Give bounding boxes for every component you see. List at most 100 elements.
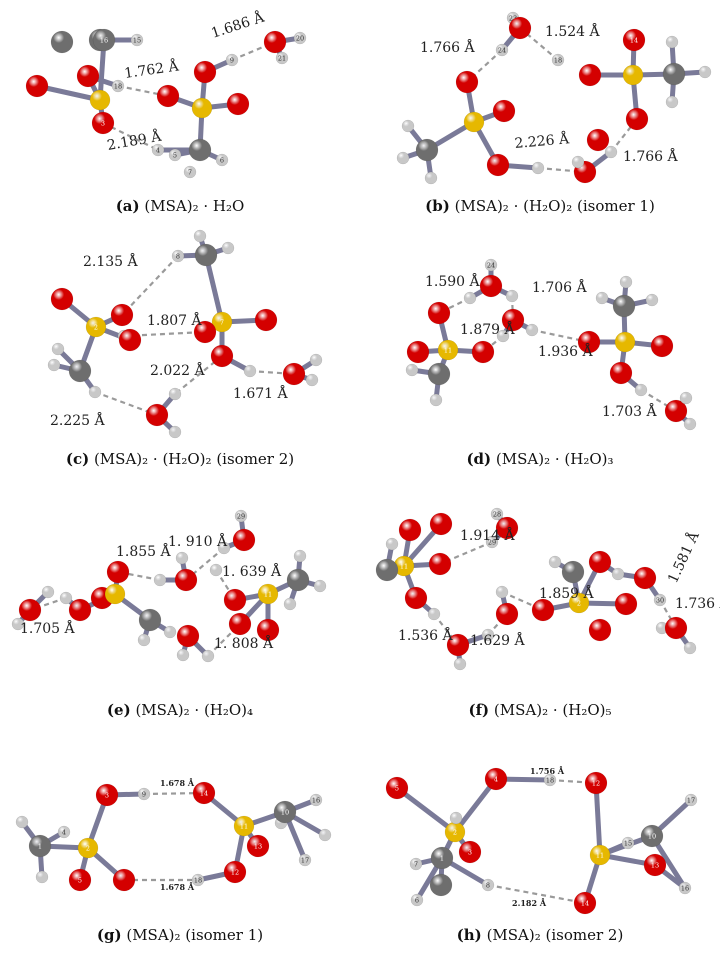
hydrogen-atom xyxy=(645,293,659,307)
hydrogen-atom xyxy=(168,148,182,162)
hydrogen-atom xyxy=(309,353,323,367)
hydrogen-atom xyxy=(234,509,248,523)
oxygen-atom xyxy=(492,99,516,123)
atom-number: 9 xyxy=(142,791,146,799)
hydrogen-atom xyxy=(634,383,648,397)
hydrogen-atom xyxy=(653,593,667,607)
hydrogen-atom xyxy=(51,342,65,356)
oxygen-atom xyxy=(156,84,180,108)
carbon-atom xyxy=(430,846,454,870)
atom-number: 16 xyxy=(100,37,108,45)
distance-label: 1.686 Å xyxy=(209,8,267,42)
oxygen-atom xyxy=(174,568,198,592)
oxygen-atom xyxy=(176,624,200,648)
oxygen-atom xyxy=(484,767,508,791)
hydrogen-atom xyxy=(191,873,205,887)
atom-number: 17 xyxy=(301,857,309,865)
oxygen-atom xyxy=(91,111,115,135)
caption-b: (b) (MSA)₂ · (H₂O)₂ (isomer 1) xyxy=(360,197,720,215)
oxygen-atom xyxy=(406,340,430,364)
hydrogen-atom xyxy=(137,787,151,801)
atom-number: 4 xyxy=(62,829,66,837)
distance-label: 1. 910 Å xyxy=(168,532,228,550)
oxygen-atom xyxy=(501,308,525,332)
oxygen-atom xyxy=(106,560,130,584)
hydrogen-atom xyxy=(490,507,504,521)
caption-e-tag: (e) xyxy=(106,701,131,719)
distance-label: 1.703 Å xyxy=(602,402,658,420)
sulfur-atom xyxy=(211,311,233,333)
hydrogen-atom xyxy=(225,53,239,67)
hydrogen-atom xyxy=(293,31,307,45)
hydrogen-atom xyxy=(495,585,509,599)
hydrogen-atom xyxy=(401,119,415,133)
hydrogen-atom xyxy=(318,828,332,842)
hydrogen-atom xyxy=(571,155,585,169)
oxygen-atom xyxy=(50,287,74,311)
atom-number: 2 xyxy=(94,324,98,332)
sulfur-atom xyxy=(233,815,255,837)
hydrogen-atom xyxy=(604,145,618,159)
oxygen-atom xyxy=(664,616,688,640)
hydrogen-atom xyxy=(678,881,692,895)
oxygen-atom xyxy=(455,70,479,94)
atom-number: 15 xyxy=(133,37,141,45)
hydrogen-atom xyxy=(168,387,182,401)
atom-number: 4 xyxy=(494,776,498,784)
distance-label: 1.879 Å xyxy=(460,320,516,338)
hydrogen-atom xyxy=(193,229,207,243)
oxygen-atom xyxy=(428,552,452,576)
caption-f: (f) (MSA)₂ · (H₂O)₅ xyxy=(360,701,720,719)
sulfur-atom xyxy=(257,583,279,605)
distance-label: 1.629 Å xyxy=(470,631,526,649)
hydrogen-atom xyxy=(484,258,498,272)
distance-label: 1.524 Å xyxy=(545,22,601,40)
carbon-atom xyxy=(662,62,686,86)
caption-g: (g) (MSA)₂ (isomer 1) xyxy=(0,926,360,944)
hydrogen-atom xyxy=(175,551,189,565)
bond xyxy=(452,776,499,835)
sulfur-atom xyxy=(568,592,590,614)
atom-number: 10 xyxy=(648,833,656,841)
atom-number: 11 xyxy=(596,852,604,860)
carbon-atom xyxy=(429,873,453,897)
hydrogen-atom xyxy=(171,249,185,263)
hydrogen-atom xyxy=(495,43,509,57)
atom-number: 2 xyxy=(86,845,90,853)
oxygen-atom xyxy=(226,92,250,116)
bond xyxy=(203,252,225,325)
hydrogen-atom xyxy=(221,241,235,255)
atom-number: 29 xyxy=(488,539,496,547)
distance-label: 1. 808 Å xyxy=(214,634,274,652)
atom-number: 11 xyxy=(444,347,452,355)
oxygen-atom xyxy=(193,320,217,344)
caption-h: (h) (MSA)₂ (isomer 2) xyxy=(360,926,720,944)
carbon-atom xyxy=(375,558,399,582)
oxygen-atom xyxy=(254,308,278,332)
caption-d-tag: (d) xyxy=(466,450,492,468)
distance-label: 1.762 Å xyxy=(123,56,180,82)
oxygen-atom xyxy=(112,868,136,892)
distance-label: 1.678 Å xyxy=(160,778,195,788)
atom-number: 5 xyxy=(173,152,177,160)
oxygen-atom xyxy=(223,860,247,884)
hydrogen-atom xyxy=(496,329,510,343)
hydrogen-atom xyxy=(611,567,625,581)
distance-label: 2.225 Å xyxy=(50,411,106,429)
hydrogen-bond xyxy=(143,791,205,796)
caption-c-text: (MSA)₂ · (H₂O)₂ (isomer 2) xyxy=(93,450,295,468)
oxygen-atom xyxy=(193,60,217,84)
hydrogen-atom xyxy=(543,773,557,787)
atom-number: 23 xyxy=(509,15,517,23)
oxygen-atom xyxy=(486,153,510,177)
hydrogen-atom xyxy=(35,870,49,884)
caption-b-text: (MSA)₂ · (H₂O)₂ (isomer 1) xyxy=(454,197,655,215)
hydrogen-atom xyxy=(424,171,438,185)
atom-number: 1 xyxy=(440,855,444,863)
caption-g-text: (MSA)₂ (isomer 1) xyxy=(126,926,264,944)
hydrogen-atom xyxy=(130,33,144,47)
